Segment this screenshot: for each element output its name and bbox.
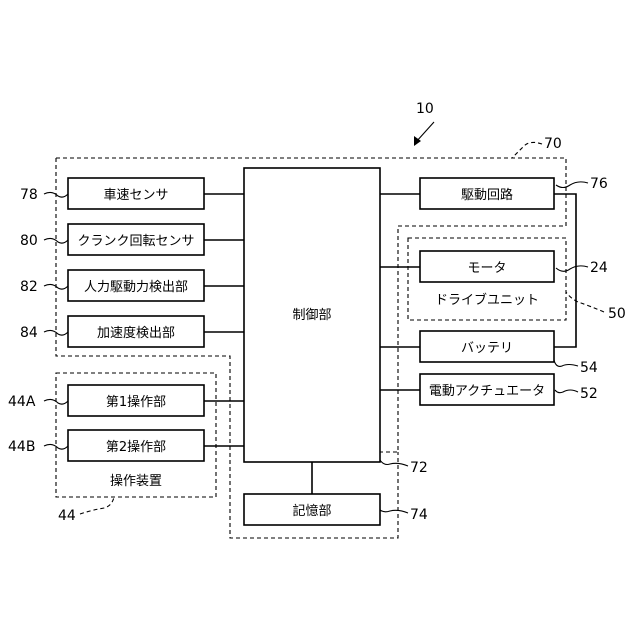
- ref-50-leader: [566, 292, 604, 312]
- accel-detector-label: 加速度検出部: [97, 325, 175, 341]
- drive-unit-label: ドライブユニット: [435, 292, 539, 308]
- motor-label: モータ: [467, 261, 506, 276]
- ref-54-leader: [554, 360, 578, 366]
- op1-label: 第1操作部: [106, 394, 166, 410]
- ref-44-leader: [80, 497, 114, 514]
- ref-74: 74: [410, 507, 428, 523]
- drive-circuit-label: 駆動回路: [461, 187, 513, 203]
- ref-24-leader: [556, 266, 588, 271]
- ref-44: 44: [58, 508, 76, 524]
- ref-44b: 44B: [8, 439, 35, 455]
- operation-device-label: 操作装置: [110, 473, 162, 489]
- ref-72: 72: [410, 460, 428, 476]
- controller-label: 制御部: [292, 308, 331, 323]
- ref-82: 82: [20, 279, 38, 295]
- ref-10: 10: [416, 101, 434, 117]
- ref-76: 76: [590, 176, 608, 192]
- ref-80: 80: [20, 233, 38, 249]
- ref-74-leader: [380, 510, 408, 513]
- ref-52-leader: [555, 390, 578, 393]
- ref-84: 84: [20, 325, 38, 341]
- ref-54: 54: [580, 360, 598, 376]
- vehicle-speed-sensor-label: 車速センサ: [103, 188, 168, 203]
- ref-50: 50: [608, 306, 626, 322]
- ref-44a: 44A: [8, 394, 36, 410]
- human-drive-detector-label: 人力駆動力検出部: [84, 280, 188, 295]
- ref-52: 52: [580, 386, 598, 402]
- ref-10-arrow: [416, 122, 434, 142]
- op2-label: 第2操作部: [106, 439, 166, 455]
- ref-78: 78: [20, 187, 38, 203]
- memory-label: 記憶部: [292, 503, 331, 519]
- electric-actuator-label: 電動アクチュエータ: [429, 384, 545, 399]
- battery-label: バッテリ: [461, 341, 513, 356]
- ref-70: 70: [544, 136, 562, 152]
- ref-70-leader: [512, 142, 542, 158]
- connector-drive-to-battery: [554, 194, 576, 347]
- ref-72-leader: [380, 460, 408, 466]
- ref-24: 24: [590, 260, 608, 276]
- crank-sensor-label: クランク回転センサ: [77, 234, 194, 249]
- ref-76-leader: [556, 182, 588, 188]
